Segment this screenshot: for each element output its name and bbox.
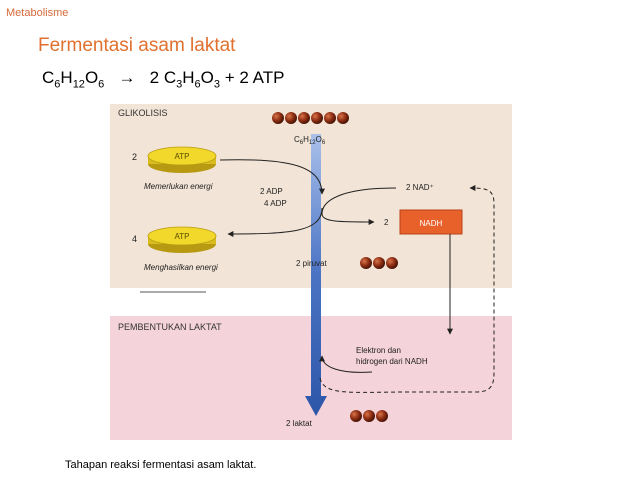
lactate-formation-label: PEMBENTUKAN LAKTAT — [118, 322, 222, 332]
atp-bottom-disk: ATP — [147, 226, 217, 253]
fermentation-diagram: GLIKOLISIS PEMBENTUKAN LAKTAT C6H12O6 2 … — [110, 104, 512, 440]
glucose-molecules — [272, 112, 349, 124]
glycolysis-label: GLIKOLISIS — [118, 108, 168, 118]
plus-sign: + — [224, 68, 235, 87]
atp-bottom-count: 4 — [132, 234, 137, 244]
lactate-molecules — [350, 410, 388, 422]
atp-to-adp-curve — [219, 159, 325, 195]
product-formula: C3H6O3 — [163, 68, 221, 91]
nad-to-nadh-curve — [321, 187, 397, 225]
product-coefficient: 2 — [149, 68, 160, 87]
electron-curve — [319, 355, 373, 373]
reaction-equation: C6H12O6 → 2 C3H6O3 + 2 ATP — [42, 68, 284, 90]
figure-caption: Tahapan reaksi fermentasi asam laktat. — [65, 459, 257, 471]
section-header: Metabolisme — [6, 7, 69, 19]
lactate-label: 2 laktat — [286, 419, 313, 428]
nad-label: 2 NAD⁺ — [406, 183, 434, 192]
atp-top-disk-label: ATP — [175, 152, 190, 161]
atp-top-caption: Memerlukan energi — [144, 182, 213, 191]
slide-title: Fermentasi asam laktat — [38, 35, 236, 56]
reactant-formula: C6H12O6 — [42, 68, 105, 91]
atp-product: 2 ATP — [239, 68, 285, 87]
atp-top-count: 2 — [132, 152, 137, 162]
nadh-box — [399, 209, 463, 235]
adp-to-atp-curve — [227, 207, 323, 237]
glucose-formula: C6H12O6 — [294, 135, 326, 146]
adp-4-label: 4 ADP — [264, 199, 287, 208]
main-flow-arrow — [305, 134, 327, 416]
reaction-arrow-icon: → — [118, 68, 136, 87]
atp-bottom-caption: Menghasilkan energi — [144, 263, 218, 272]
electron-label-line1: Elektron dan — [356, 346, 401, 355]
nadh-count: 2 — [384, 218, 389, 227]
atp-top-disk: ATP — [147, 146, 217, 173]
nad-regeneration-loop — [319, 185, 495, 393]
adp-2-label: 2 ADP — [260, 187, 283, 196]
electron-label-line2: hidrogen dari NADH — [356, 357, 428, 366]
atp-bottom-disk-label: ATP — [175, 232, 190, 241]
nadh-label: NADH — [420, 219, 443, 228]
pyruvate-label: 2 piruvat — [296, 259, 327, 268]
pyruvate-molecules — [360, 257, 398, 269]
